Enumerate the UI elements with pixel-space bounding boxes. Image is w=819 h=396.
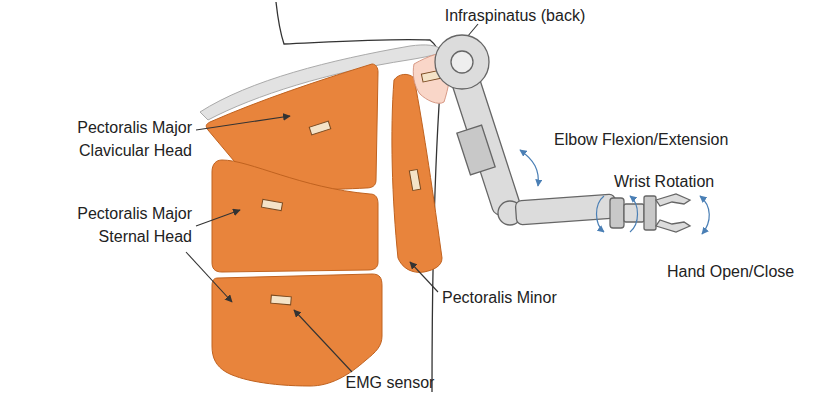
pec-major-sternal-upper — [212, 160, 378, 272]
muscle-label: Pectoralis Major Sternal Head — [50, 202, 192, 248]
pec-minor — [392, 74, 442, 272]
motion-label: Wrist Rotation — [614, 170, 764, 193]
pec-major-sternal-lower — [212, 274, 382, 386]
sensor-label: EMG sensor — [320, 371, 460, 394]
motion-label: Elbow Flexion/Extension — [554, 128, 774, 151]
muscle-label: Infraspinatus (back) — [430, 4, 600, 27]
muscle-label: Pectoralis Minor — [442, 286, 592, 309]
motion-label: Hand Open/Close — [667, 260, 815, 283]
leader-lines — [186, 24, 478, 372]
emg-sensors — [261, 70, 442, 305]
muscle-label: Pectoralis Major Clavicular Head — [50, 116, 192, 162]
motion-arrows — [520, 150, 709, 234]
